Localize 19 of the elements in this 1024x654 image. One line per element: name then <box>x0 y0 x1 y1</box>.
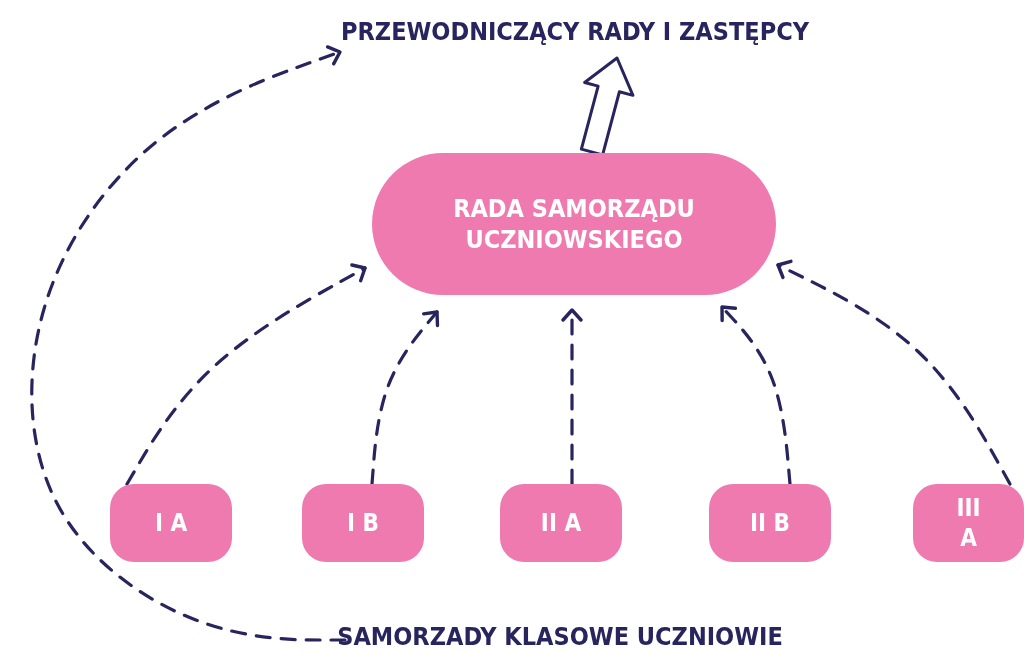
dashed-arrow <box>370 310 440 486</box>
node-label: I B <box>347 508 379 538</box>
dashed-arrow <box>125 263 367 486</box>
node-label: RADA SAMORZĄDU UCZNIOWSKIEGO <box>452 192 696 256</box>
class-pill <box>709 484 831 562</box>
dashed-arrow <box>561 308 583 486</box>
class-pill <box>110 484 232 562</box>
node-label: I A <box>154 508 188 538</box>
class-pill <box>913 484 1024 562</box>
class-pill <box>302 484 424 562</box>
node-label: III A <box>955 493 982 553</box>
class-pill <box>500 484 622 562</box>
node-label: II B <box>750 508 790 538</box>
heading-text: SAMORZADY KLASOWE UCZNIOWIE <box>337 621 783 653</box>
node-label: II A <box>540 508 582 538</box>
dashed-arrow <box>776 259 1012 486</box>
dashed-arrow <box>30 45 347 642</box>
heading-text: PRZEWODNICZĄCY RADY I ZASTĘPCY <box>341 16 809 48</box>
dashed-arrow <box>720 305 792 486</box>
